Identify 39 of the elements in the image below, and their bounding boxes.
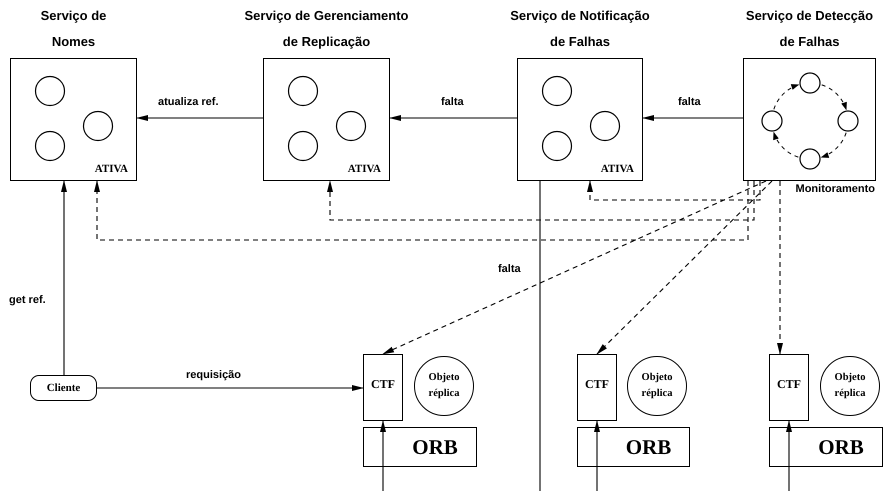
arrow [594, 420, 600, 491]
edge-label: falta [497, 263, 522, 275]
arrow [786, 420, 792, 491]
orb-box: ORB [363, 427, 477, 467]
edge-label: falta [440, 96, 465, 108]
service-heading: Serviço de Nomes [40, 7, 108, 51]
object-circle: Objeto réplica [820, 356, 880, 416]
edge-label: requisição [185, 369, 242, 381]
orb-box: ORB [769, 427, 883, 467]
ctf-box: CTF [769, 354, 809, 421]
object-circle: Objeto réplica [414, 356, 474, 416]
dashed-arrow [777, 181, 783, 355]
state-label: ATIVA [94, 163, 128, 175]
state-label: ATIVA [348, 163, 381, 175]
ctf-box: CTF [577, 354, 617, 421]
object-circle: Objeto réplica [627, 356, 687, 416]
line [539, 181, 541, 491]
dashed-arrow [596, 180, 772, 355]
dashed-arrow [587, 180, 761, 201]
node-label: Monitoramento [796, 183, 875, 195]
state-label: ATIVA [600, 163, 634, 175]
arrow [97, 385, 364, 391]
edge-label: falta [677, 96, 702, 108]
service-heading: Serviço de Notificação de Falhas [509, 7, 651, 51]
arrow [61, 180, 67, 375]
dashed-arrow [327, 180, 755, 221]
service-heading: Serviço de Detecção de Falhas [744, 7, 874, 51]
edge-label: get ref. [8, 294, 47, 306]
arrow [136, 115, 263, 121]
arrow [380, 420, 386, 491]
ctf-box: CTF [363, 354, 403, 421]
orb-box: ORB [577, 427, 690, 467]
arrow [642, 115, 743, 121]
arrow [389, 115, 517, 121]
dashed-arrow [382, 180, 766, 354]
service-heading: Serviço de Gerenciamento de Replicação [243, 7, 410, 51]
edge-label: atualiza ref. [157, 96, 220, 108]
client-box: Cliente [30, 375, 97, 401]
dashed-arrow [94, 180, 749, 241]
